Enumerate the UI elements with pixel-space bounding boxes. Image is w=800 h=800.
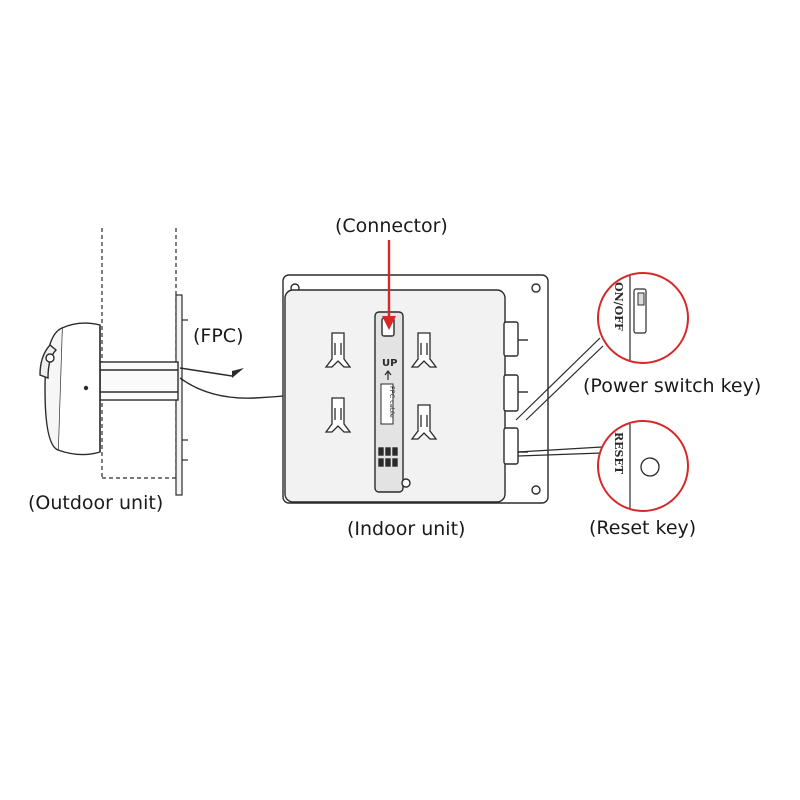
indoor-unit bbox=[282, 274, 549, 504]
up-marking: UP bbox=[382, 358, 397, 369]
power-switch-key-label: (Power switch key) bbox=[583, 375, 762, 397]
callout-lines bbox=[515, 337, 604, 457]
mounting-hooks bbox=[324, 332, 438, 440]
reset-callout: RESET bbox=[597, 420, 689, 512]
connector-arrow bbox=[382, 240, 396, 330]
fpc-arrow bbox=[232, 368, 244, 378]
power-switch-callout: ON/OFF bbox=[597, 272, 689, 364]
reset-marking: RESET bbox=[612, 432, 625, 475]
reset-key-label: (Reset key) bbox=[589, 517, 697, 539]
outdoor-unit bbox=[39, 322, 179, 456]
indoor-unit-label: (Indoor unit) bbox=[347, 518, 466, 540]
connector-label: (Connector) bbox=[335, 215, 448, 237]
cable-marking: FPC cable bbox=[388, 386, 396, 418]
on-off-marking: ON/OFF bbox=[612, 282, 625, 331]
up-arrow-icon bbox=[384, 370, 392, 380]
outdoor-unit-label: (Outdoor unit) bbox=[28, 492, 164, 514]
fpc-label: (FPC) bbox=[193, 325, 244, 347]
